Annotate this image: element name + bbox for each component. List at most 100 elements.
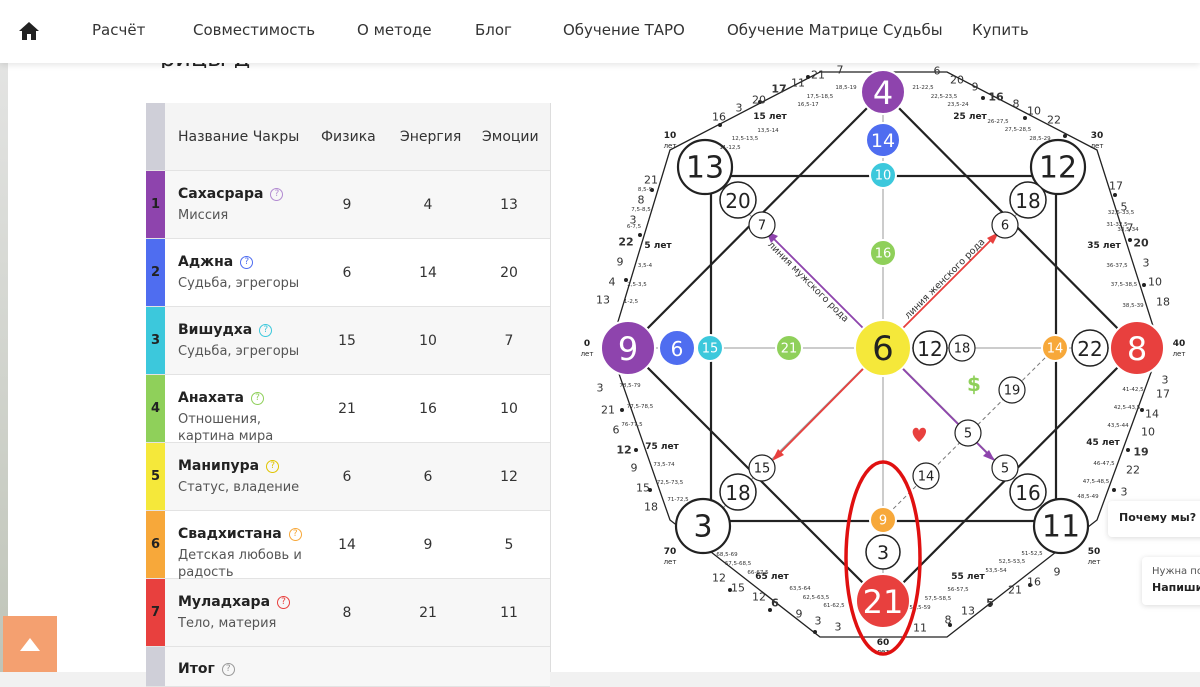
window-edge — [0, 0, 8, 672]
help-icon[interactable]: ? — [240, 256, 254, 269]
age-dot — [981, 96, 985, 100]
center-left-number-circle[interactable] — [775, 334, 803, 362]
age-dot — [758, 100, 762, 104]
outer-number: 5 — [986, 597, 994, 610]
left-number-2-circle[interactable] — [658, 329, 696, 367]
age-45: 45 лет — [1086, 438, 1120, 448]
bottom-number-3: 9 — [879, 514, 887, 529]
why-us-bubble[interactable]: Почему мы? — [1108, 501, 1200, 537]
value-energy: 16 — [419, 401, 437, 417]
age-dot — [718, 123, 722, 127]
corner-br-number-3: 5 — [1001, 462, 1009, 477]
age-range-label: 71-72,5 — [667, 497, 689, 503]
top-number-2-circle[interactable] — [865, 122, 901, 158]
age-range-label: 11-12,5 — [719, 145, 741, 151]
help-icon[interactable]: ? — [266, 460, 280, 473]
nav-buy[interactable]: Купить — [972, 21, 1029, 39]
corner-tr-number-2-circle[interactable] — [1009, 181, 1047, 219]
corner-tl-number-2-circle[interactable] — [719, 181, 757, 219]
right-number-2-circle[interactable] — [1071, 329, 1109, 367]
corner-tr-number-3-circle[interactable] — [991, 211, 1019, 239]
help-icon[interactable]: ? — [259, 324, 273, 337]
bottom-number-circle[interactable] — [855, 573, 911, 629]
female-line-arrow — [897, 235, 996, 334]
age-dot — [1140, 408, 1144, 412]
center-right-number-b-circle[interactable] — [948, 334, 976, 362]
nav-matrix-course[interactable]: Обучение Матрице Судьбы — [727, 21, 943, 39]
love-line-number-b-circle[interactable] — [912, 462, 940, 490]
help-icon[interactable]: ? — [288, 528, 302, 541]
age-30-unit: лет — [1091, 142, 1104, 150]
outer-number: 13 — [961, 605, 975, 618]
nav-compatibility[interactable]: Совместимость — [193, 21, 316, 39]
center-up-number-circle[interactable] — [869, 239, 897, 267]
age-dot — [948, 623, 952, 627]
age-range-label: 31-32,5 — [1106, 222, 1128, 228]
nav-blog[interactable]: Блог — [475, 21, 512, 39]
top-number-3-circle[interactable] — [869, 161, 897, 189]
header-chakra-name: Название Чакры — [178, 129, 300, 145]
right-number-circle[interactable] — [1109, 320, 1165, 376]
age-70-unit: лет — [664, 558, 677, 566]
right-number-3-circle[interactable] — [1041, 334, 1069, 362]
top-number-circle[interactable] — [860, 69, 906, 115]
age-range-label: 1-2,5 — [624, 299, 639, 305]
age-10-unit: лет — [664, 142, 677, 150]
age-dot — [620, 408, 624, 412]
nav-tarot-course[interactable]: Обучение ТАРО — [563, 21, 685, 39]
left-number-3-circle[interactable] — [696, 334, 724, 362]
age-5: 5 лет — [644, 241, 672, 251]
chat-widget[interactable]: Нужна пом Напишите — [1142, 557, 1200, 605]
nav-about-method[interactable]: О методе — [357, 21, 432, 39]
nav-raschet[interactable]: Расчёт — [92, 21, 146, 39]
corner-bl-number-2-circle[interactable] — [719, 473, 757, 511]
corner-tr-number-circle[interactable] — [1029, 138, 1087, 196]
chakra-number: 4 — [150, 401, 161, 416]
age-dot — [1023, 116, 1027, 120]
corner-br-number-circle[interactable] — [1032, 497, 1090, 555]
help-icon[interactable]: ? — [277, 596, 291, 609]
money-number-circle[interactable] — [998, 376, 1026, 404]
age-range-label: 57,5-58,5 — [925, 596, 952, 602]
age-range-label: 8,5-9 — [638, 187, 653, 193]
love-line-number-a-circle[interactable] — [954, 419, 982, 447]
outer-number: 9 — [796, 608, 803, 621]
center-number-circle[interactable] — [854, 319, 912, 377]
corner-bl-number-circle[interactable] — [674, 497, 732, 555]
age-range-label: 3,5-4 — [638, 263, 653, 269]
corner-br-number-2-circle[interactable] — [1009, 473, 1047, 511]
value-emotions: 20 — [500, 265, 518, 281]
corner-tl-number-3-circle[interactable] — [748, 211, 776, 239]
age-dot — [1112, 488, 1116, 492]
help-icon[interactable]: ? — [270, 188, 284, 201]
chakra-name: Аджна? — [178, 254, 254, 270]
age-dot — [1063, 134, 1067, 138]
age-range-label: 53,5-54 — [985, 568, 1007, 574]
value-energy: 21 — [419, 605, 437, 621]
help-icon[interactable]: ? — [251, 392, 264, 405]
header-energy: Энергия — [400, 129, 462, 145]
value-emotions: 13 — [500, 197, 518, 213]
corner-bl-number-3-circle[interactable] — [748, 454, 776, 482]
chakra-number: 7 — [150, 605, 161, 620]
corner-tl-number-circle[interactable] — [676, 138, 734, 196]
age-range-label: 33,5-34 — [1117, 227, 1139, 233]
age-10: 10 — [664, 131, 677, 141]
corner-bl-number: 3 — [693, 510, 712, 545]
corner-br-number-3-circle[interactable] — [991, 454, 1019, 482]
chakra-number: 3 — [150, 333, 161, 348]
bottom-number-2-circle[interactable] — [865, 534, 901, 570]
center-number: 6 — [872, 329, 894, 369]
left-number-circle[interactable] — [600, 320, 656, 376]
scroll-to-top-button[interactable] — [3, 616, 57, 672]
center-right-number-a-circle[interactable] — [912, 330, 948, 366]
chakra-color-strip: 2 — [146, 239, 165, 306]
age-range-label: 56-57,5 — [947, 587, 969, 593]
value-emotions: 7 — [504, 333, 514, 349]
bottom-number-3-circle[interactable] — [869, 506, 897, 534]
home-icon[interactable] — [18, 20, 40, 42]
age-range-label: 77,5-78,5 — [627, 404, 654, 410]
chat-write-text: Напишите — [1152, 581, 1200, 594]
